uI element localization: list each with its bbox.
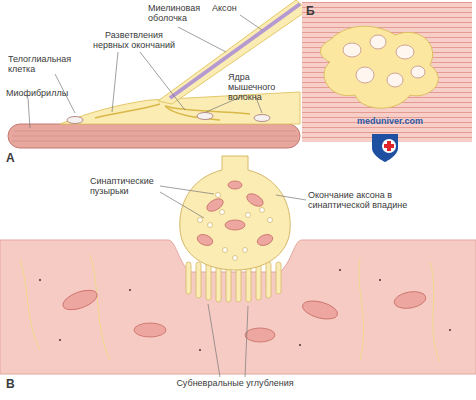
part-label: Аксон (212, 3, 252, 13)
panel-letter: Б (306, 5, 326, 18)
part-label: Ядра мышечного волокна (228, 72, 298, 102)
panel-letter: В (6, 378, 26, 391)
muscle-granules (39, 269, 451, 351)
muscle-fiber (8, 124, 300, 148)
mitochondria (60, 181, 427, 342)
part-label: Разветвления нервных окончаний (88, 30, 180, 50)
part-label: Миелиновая оболочка (148, 3, 208, 23)
panel-b-view (302, 2, 472, 142)
leader-lines (28, 15, 262, 128)
nerve-branches (95, 104, 250, 120)
axon-terminal (180, 156, 290, 270)
part-label: Субневральные углубления (170, 378, 300, 388)
part-label: Телоглиальная клетка (8, 54, 88, 74)
leader-lines (160, 186, 306, 377)
synaptic-vesicles (198, 193, 273, 261)
part-label: Окончание аксона в синаптической впадине (308, 190, 428, 210)
muscle-nuclei (67, 113, 270, 124)
part-label: Синаптические пузырьки (90, 176, 160, 196)
panel-letter: А (6, 152, 26, 165)
logo-icon (372, 134, 398, 162)
part-label: Миофибриллы (6, 88, 76, 98)
watermark: meduniver.com (340, 116, 440, 126)
muscle-fibrils (20, 255, 440, 362)
